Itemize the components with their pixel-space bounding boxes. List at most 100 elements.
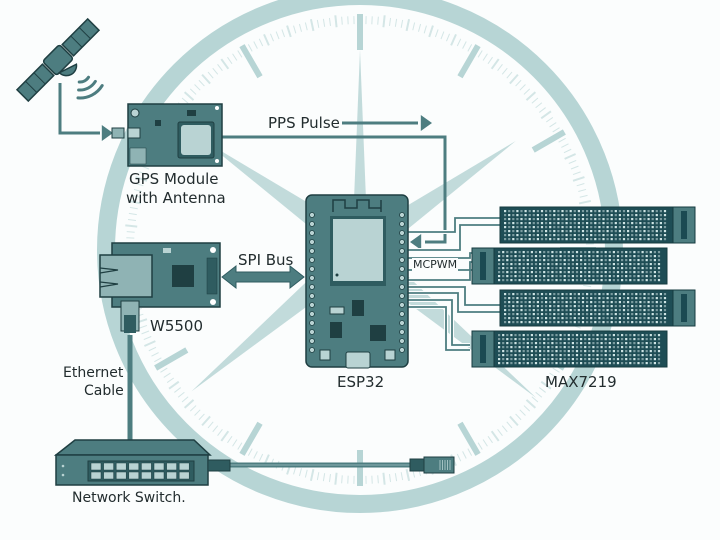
matrix-led <box>655 321 658 324</box>
matrix-led <box>553 210 556 213</box>
matrix-led <box>580 255 583 258</box>
matrix-led <box>657 350 661 353</box>
matrix-led <box>641 267 644 270</box>
matrix-led <box>522 358 525 361</box>
matrix-led <box>639 297 642 300</box>
matrix-led <box>627 230 630 233</box>
matrix-led <box>625 271 628 274</box>
matrix-led <box>540 226 544 229</box>
matrix-led <box>653 362 656 365</box>
matrix-led <box>635 321 638 324</box>
matrix-led <box>526 263 529 266</box>
clock-sub-tick <box>148 346 157 352</box>
matrix-led <box>532 222 535 225</box>
matrix-led <box>637 362 640 365</box>
matrix-led <box>551 255 554 258</box>
matrix-led <box>600 259 603 262</box>
matrix-led <box>520 305 523 308</box>
matrix-led <box>526 342 529 345</box>
matrix-led <box>524 222 527 225</box>
clock-sub-tick <box>212 67 219 75</box>
matrix-led <box>557 234 560 237</box>
matrix-led <box>551 362 554 365</box>
matrix-led <box>649 271 652 274</box>
matrix-led <box>657 279 661 282</box>
clock-sub-tick <box>166 377 175 383</box>
matrix-led <box>534 342 538 345</box>
matrix-led <box>520 222 523 225</box>
matrix-led <box>506 350 509 353</box>
clock-sub-tick <box>189 88 197 95</box>
matrix-led <box>608 267 611 270</box>
matrix-led <box>512 317 515 320</box>
clock-minute-tick <box>220 58 230 70</box>
clock-minute-tick <box>382 472 386 485</box>
matrix-led <box>539 251 542 254</box>
matrix-led <box>526 338 529 341</box>
switch-port <box>153 471 165 480</box>
matrix-led <box>512 297 515 300</box>
matrix-led <box>563 251 566 254</box>
matrix-led <box>502 350 505 353</box>
matrix-led <box>635 210 638 213</box>
matrix-led <box>647 301 650 304</box>
matrix-led <box>596 251 599 254</box>
matrix-led <box>506 334 509 337</box>
matrix-led <box>651 317 654 320</box>
matrix-led <box>569 218 572 221</box>
matrix-led <box>551 354 554 357</box>
clock-minute-tick <box>405 468 411 482</box>
matrix-led <box>625 263 628 266</box>
matrix-led <box>539 279 542 282</box>
matrix-led <box>592 255 595 258</box>
w5500-module-icon <box>99 242 221 333</box>
matrix-led <box>596 354 599 357</box>
matrix-led <box>602 297 605 300</box>
matrix-led <box>659 218 662 221</box>
matrix-led <box>559 263 562 266</box>
matrix-led <box>594 210 597 213</box>
matrix-led <box>600 338 603 341</box>
matrix-led <box>580 362 583 365</box>
matrix-led <box>565 309 568 312</box>
matrix-led <box>510 354 513 357</box>
matrix-led <box>543 362 546 365</box>
matrix-led <box>534 255 538 258</box>
matrix-led <box>641 338 644 341</box>
matrix-led <box>545 297 548 300</box>
clock-sub-tick <box>576 183 585 187</box>
matrix-led <box>637 271 640 274</box>
matrix-led <box>543 267 546 270</box>
matrix-led <box>516 321 519 324</box>
matrix-led <box>596 342 599 345</box>
matrix-led <box>532 313 535 316</box>
matrix-led <box>559 279 562 282</box>
matrix-led <box>506 267 509 270</box>
clock-sub-tick <box>322 473 326 482</box>
matrix-led <box>551 271 554 274</box>
matrix-led <box>571 362 574 365</box>
matrix-led <box>555 271 558 274</box>
matrix-led <box>512 214 515 217</box>
matrix-led <box>581 321 585 324</box>
clock-sub-tick <box>139 171 148 176</box>
clock-sub-tick <box>207 421 214 429</box>
matrix-led <box>651 222 654 225</box>
matrix-led <box>559 259 562 262</box>
matrix-led <box>561 222 564 225</box>
matrix-led <box>547 338 550 341</box>
matrix-led <box>532 234 535 237</box>
clock-sub-tick <box>477 50 483 58</box>
matrix-led <box>655 222 658 225</box>
matrix-led <box>618 226 621 229</box>
matrix-led <box>498 251 501 254</box>
clock-hour-tick <box>457 421 481 456</box>
matrix-led <box>621 251 624 254</box>
satellite-to-gps-wire <box>58 83 100 135</box>
clock-sub-tick <box>139 324 148 329</box>
matrix-led <box>622 317 626 320</box>
matrix-led <box>561 218 564 221</box>
matrix-led <box>569 238 572 241</box>
matrix-led <box>549 305 552 308</box>
matrix-led <box>534 267 538 270</box>
